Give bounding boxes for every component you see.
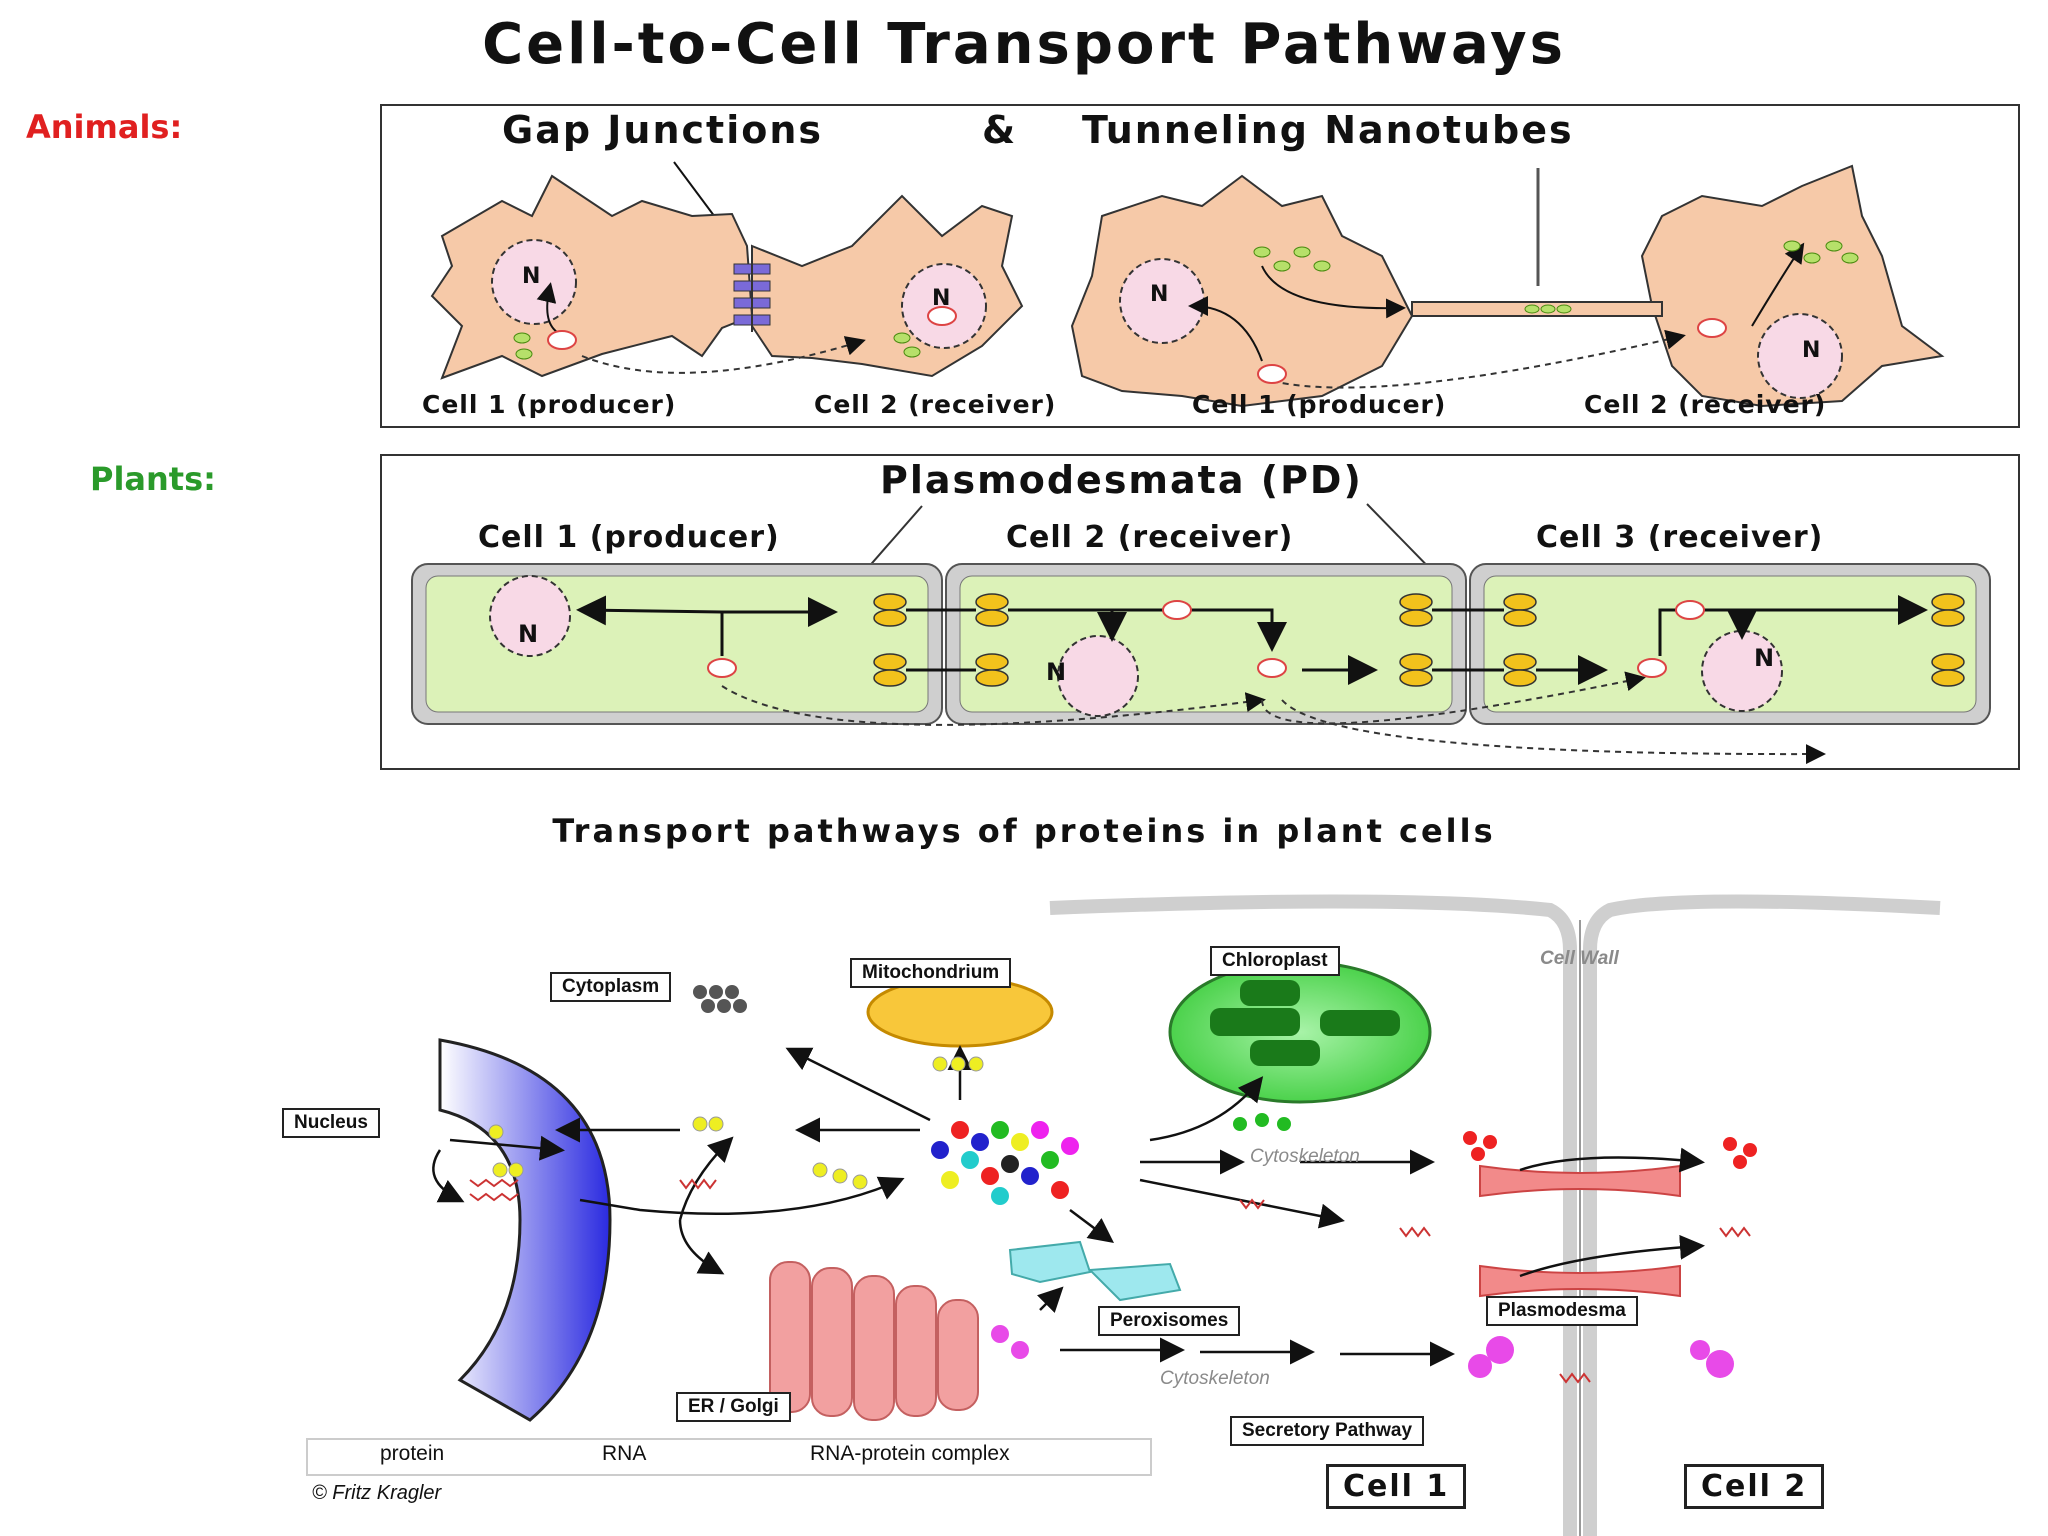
animal-cell-caption: Cell 1 (producer) xyxy=(1192,390,1447,419)
credit: © Fritz Kragler xyxy=(312,1482,442,1504)
plant-cell-caption: Cell 2 (receiver) xyxy=(1006,520,1294,555)
tunneling-nanotubes-title: Tunneling Nanotubes xyxy=(1082,108,1574,152)
er-golgi xyxy=(769,1261,979,1421)
animal-cell-caption: Cell 2 (receiver) xyxy=(1584,390,1827,419)
protein-cluster xyxy=(931,1121,1079,1205)
chloroplast-label: Chloroplast xyxy=(1210,946,1340,976)
nucleus-envelope xyxy=(438,1038,612,1422)
nucleus-n-label: N xyxy=(1046,658,1067,686)
peroxisome xyxy=(1087,1262,1182,1302)
legend-rna: RNA xyxy=(602,1442,647,1465)
secretory-pathway-label: Secretory Pathway xyxy=(1230,1416,1425,1446)
nucleus-n-label: N xyxy=(518,620,539,648)
plants-label: Plants: xyxy=(90,460,216,498)
gap-junctions-title: Gap Junctions xyxy=(502,108,824,152)
nucleus-n-label: N xyxy=(1150,282,1169,307)
plant-cell-caption: Cell 1 (producer) xyxy=(478,520,780,555)
animal-cell-caption: Cell 1 (producer) xyxy=(422,390,677,419)
plant-cells-illustration xyxy=(411,503,1991,765)
animals-panel: Gap Junctions & Tunneling Nanotubes xyxy=(380,104,2020,428)
cell-wall-label: Cell Wall xyxy=(1540,948,1619,969)
gap-cell1 xyxy=(430,174,754,380)
cytoplasm-label: Cytoplasm xyxy=(550,972,672,1002)
peroxisome xyxy=(1008,1240,1092,1284)
gap-nucleus2 xyxy=(901,263,987,349)
plant-nucleus3 xyxy=(1701,630,1783,712)
cytoskeleton-label: Cytoskeleton xyxy=(1250,1146,1360,1167)
cell-2-box: Cell 2 xyxy=(1684,1464,1825,1509)
page-title: Cell-to-Cell Transport Pathways xyxy=(482,12,1566,77)
peroxisomes-label: Peroxisomes xyxy=(1098,1306,1241,1336)
cytoskeleton-label: Cytoskeleton xyxy=(1160,1368,1270,1389)
protein-transport-illustration xyxy=(339,894,1941,1536)
animals-label: Animals: xyxy=(26,108,183,146)
plant-nucleus1 xyxy=(489,575,571,657)
er-golgi-label: ER / Golgi xyxy=(676,1392,791,1422)
lower-diagram-title: Transport pathways of proteins in plant … xyxy=(552,812,1496,850)
plasmodesma-channel xyxy=(1479,1164,1681,1198)
mitochondrium-label: Mitochondrium xyxy=(850,958,1012,988)
tnt-cell1 xyxy=(1070,174,1414,408)
plant-nucleus2 xyxy=(1057,635,1139,717)
nucleus-n-label: N xyxy=(1802,338,1821,363)
nucleus-n-label: N xyxy=(1754,644,1775,672)
mitochondrium xyxy=(866,976,1054,1048)
legend-protein: protein xyxy=(380,1442,445,1465)
plant-cell2 xyxy=(959,575,1453,713)
plant-cell-caption: Cell 3 (receiver) xyxy=(1536,520,1824,555)
plants-panel: Plasmodesmata (PD) Cell 1 (producer) Cel… xyxy=(380,454,2020,770)
plasmodesma-label: Plasmodesma xyxy=(1486,1296,1638,1326)
tnt-nucleus2 xyxy=(1757,313,1843,399)
legend-rna-protein-complex: RNA-protein complex xyxy=(810,1442,1010,1465)
animal-cell-caption: Cell 2 (receiver) xyxy=(814,390,1057,419)
ampersand: & xyxy=(982,108,1018,152)
nucleus-n-label: N xyxy=(932,286,951,311)
animal-cells-illustration xyxy=(430,161,1945,408)
plasmodesmata-title: Plasmodesmata (PD) xyxy=(880,458,1363,502)
legend: protein RNA RNA-protein complex xyxy=(306,1438,1152,1476)
cell-1-box: Cell 1 xyxy=(1326,1464,1467,1509)
nucleus-label: Nucleus xyxy=(282,1108,380,1138)
nucleus-n-label: N xyxy=(522,264,541,289)
